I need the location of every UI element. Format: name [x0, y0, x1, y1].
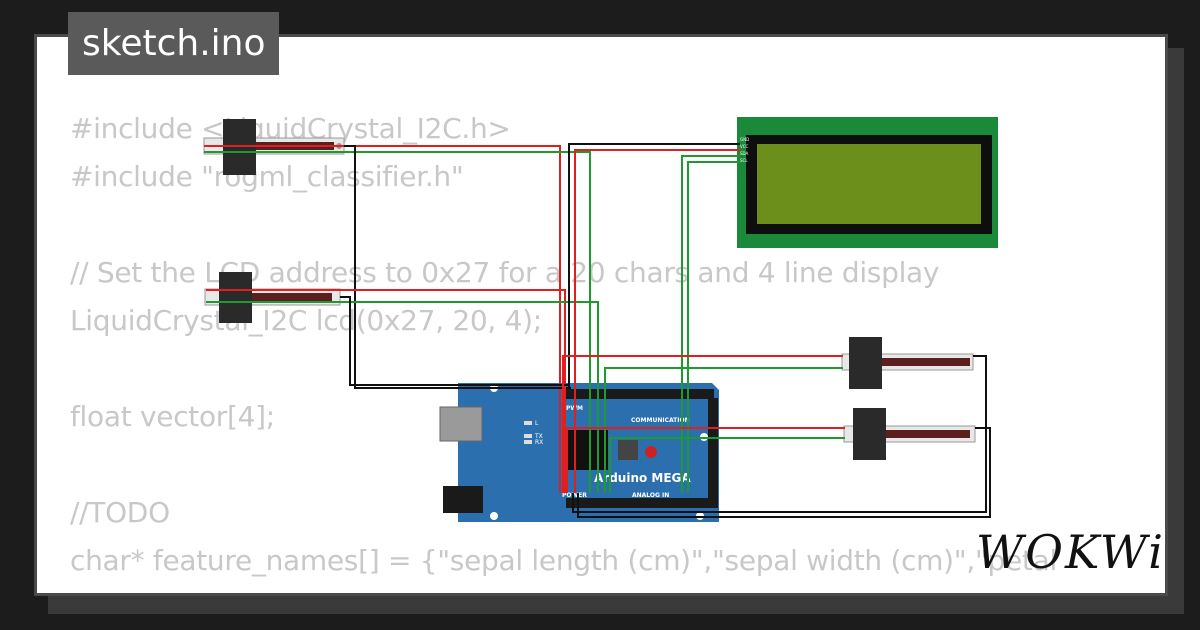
slider-track — [886, 430, 970, 438]
wire-black — [568, 143, 740, 388]
lcd-display[interactable]: GND VCC SDA SCL — [737, 117, 998, 248]
wire-red — [574, 149, 740, 493]
wire-green — [604, 367, 843, 493]
arduino-mega-board[interactable]: L TX RX PWM COMMUNICATION POWER ANALOG I… — [439, 383, 719, 522]
slider-track — [234, 293, 332, 301]
lcd-screen — [757, 144, 981, 224]
file-tab-title[interactable]: sketch.ino — [68, 12, 280, 75]
wire-green — [204, 151, 591, 493]
communication-label: COMMUNICATION — [631, 417, 690, 424]
power-jack — [443, 486, 483, 513]
reset-area — [618, 440, 638, 460]
wire-green — [206, 301, 599, 493]
slider-knob[interactable] — [219, 272, 252, 323]
led-label: TX — [534, 433, 543, 440]
power-label: POWER — [562, 492, 587, 499]
led-tx — [524, 434, 532, 438]
wire-red — [562, 355, 843, 493]
usb-port — [439, 406, 483, 442]
wire-red — [566, 427, 845, 493]
led-label: L — [535, 420, 539, 427]
wire-black — [344, 145, 571, 389]
code-line: float vector[4]; — [70, 400, 275, 433]
analog-in-label: ANALOG IN — [632, 492, 669, 499]
slide-potentiometer-3[interactable] — [841, 337, 974, 389]
wire-black — [340, 296, 569, 386]
code-line: //TODO — [70, 585, 1057, 593]
wires — [204, 143, 991, 518]
wokwi-logo: WOKWi — [976, 525, 1165, 579]
code-line: char* feature_names[] = {"sepal length (… — [70, 544, 1057, 577]
wire-green — [681, 155, 740, 493]
led-label: RX — [535, 439, 543, 446]
reset-button[interactable] — [645, 446, 657, 458]
side-header — [708, 398, 718, 508]
analog-header — [566, 498, 716, 508]
wire-red — [204, 145, 561, 493]
wire-black — [572, 355, 987, 513]
digital-header — [564, 389, 714, 399]
led-l — [524, 421, 532, 425]
lcd-pin-label: VCC — [740, 144, 749, 149]
wire-green — [609, 437, 845, 493]
wire-red — [206, 289, 566, 493]
wire-black — [577, 427, 991, 518]
slider-track — [878, 358, 970, 366]
led-rx — [524, 440, 532, 444]
mounting-hole — [490, 512, 498, 520]
code-line: //TODO — [70, 496, 170, 529]
lcd-pin-label: GND — [740, 137, 749, 142]
slider-knob[interactable] — [849, 337, 882, 389]
board-name: Arduino MEGA — [594, 471, 691, 485]
lcd-pin-label: SDA — [740, 151, 749, 156]
code-line: LiquidCrystal_I2C lcd(0x27, 20, 4); — [70, 304, 542, 337]
wire-green — [687, 161, 740, 493]
lcd-pin-label: SCL — [740, 158, 748, 163]
slide-potentiometer-4[interactable] — [843, 408, 976, 460]
slider-knob[interactable] — [853, 408, 886, 460]
slide-potentiometer-2[interactable] — [204, 272, 341, 323]
code-line: // Set the LCD address to 0x27 for a 20 … — [70, 256, 940, 289]
